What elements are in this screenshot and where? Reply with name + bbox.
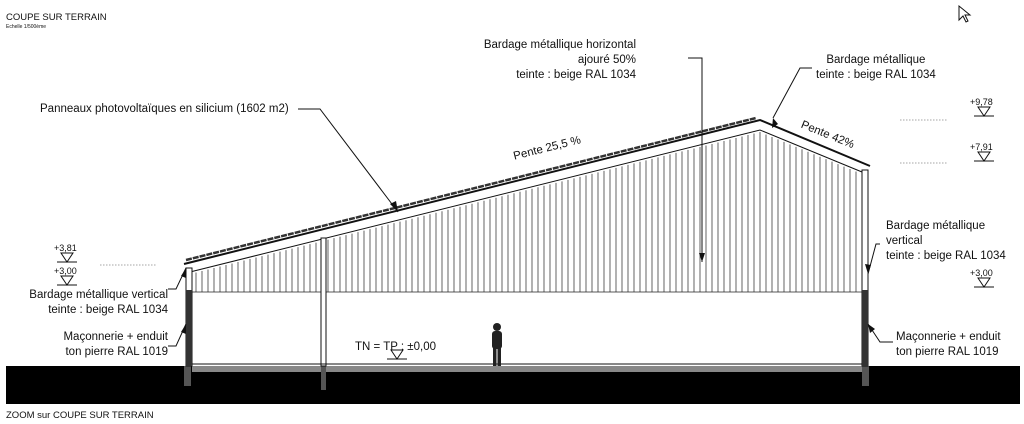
person-silhouette <box>492 323 502 366</box>
label-right-cladding: Bardage métallique vertical teinte : bei… <box>886 219 1006 264</box>
right-masonry <box>862 290 868 366</box>
right-foundation <box>862 366 869 386</box>
ground-level-label: TN = TP : ±0,00 <box>355 341 436 353</box>
level-right-eave: +3,00 <box>970 268 993 278</box>
mouse-pointer-icon <box>958 4 972 23</box>
level-triangle <box>60 252 74 263</box>
pv-panels <box>185 116 757 262</box>
label-line: Bardage métallique vertical <box>29 289 168 301</box>
roof-main <box>183 118 871 265</box>
label-line: teinte : beige RAL 1034 <box>516 69 636 81</box>
label-line: teinte : beige RAL 1034 <box>816 69 936 81</box>
label-panels: Panneaux photovoltaïques en silicium (16… <box>40 103 289 115</box>
level-left-eave: +3,00 <box>54 266 77 276</box>
label-line: teinte : beige RAL 1034 <box>886 250 1006 262</box>
left-foundation <box>184 366 191 386</box>
level-right-top: +7,91 <box>970 142 993 152</box>
label-line: ton pierre RAL 1019 <box>896 346 999 358</box>
level-triangle <box>60 275 74 286</box>
label-line: Bardage métallique horizontal <box>483 39 636 51</box>
label-line: ajouré 50% <box>577 54 636 66</box>
label-line: Maçonnerie + enduit <box>896 331 1001 343</box>
arrowheads <box>181 118 875 334</box>
level-triangle <box>390 349 404 360</box>
level-triangle <box>977 277 991 288</box>
label-line: vertical <box>886 235 923 247</box>
level-markers <box>57 106 994 360</box>
label-left-cladding: Bardage métallique vertical teinte : bei… <box>29 288 168 318</box>
label-left-masonry: Maçonnerie + enduit ton pierre RAL 1019 <box>63 330 168 360</box>
floor-slab <box>192 366 862 372</box>
drawing-title: COUPE SUR TERRAIN <box>6 12 107 23</box>
mid-foundation <box>321 366 326 390</box>
label-line: ton pierre RAL 1019 <box>65 346 168 358</box>
roof-under <box>189 129 863 273</box>
level-left-top: +3,81 <box>54 243 77 253</box>
label-line: teinte : beige RAL 1034 <box>48 304 168 316</box>
vertical-cladding <box>195 132 857 292</box>
label-ridge-right: Bardage métallique teinte : beige RAL 10… <box>816 53 936 83</box>
label-line: Bardage métallique <box>886 220 986 232</box>
left-masonry <box>186 290 192 366</box>
mid-column <box>320 237 327 367</box>
level-dotted-lines <box>100 119 948 266</box>
label-line: Maçonnerie + enduit <box>63 331 168 343</box>
level-ridge: +9,78 <box>970 97 993 107</box>
label-roof-top: Bardage métallique horizontal ajouré 50%… <box>484 38 636 83</box>
level-triangle <box>977 106 991 117</box>
ground-band <box>6 366 1020 404</box>
level-triangle <box>977 151 991 162</box>
footer-caption: ZOOM sur COUPE SUR TERRAIN <box>6 410 154 421</box>
label-right-masonry: Maçonnerie + enduit ton pierre RAL 1019 <box>896 330 1001 360</box>
label-line: Bardage métallique <box>826 54 926 66</box>
drawing-scale: Echelle 1/500ème <box>6 24 47 30</box>
